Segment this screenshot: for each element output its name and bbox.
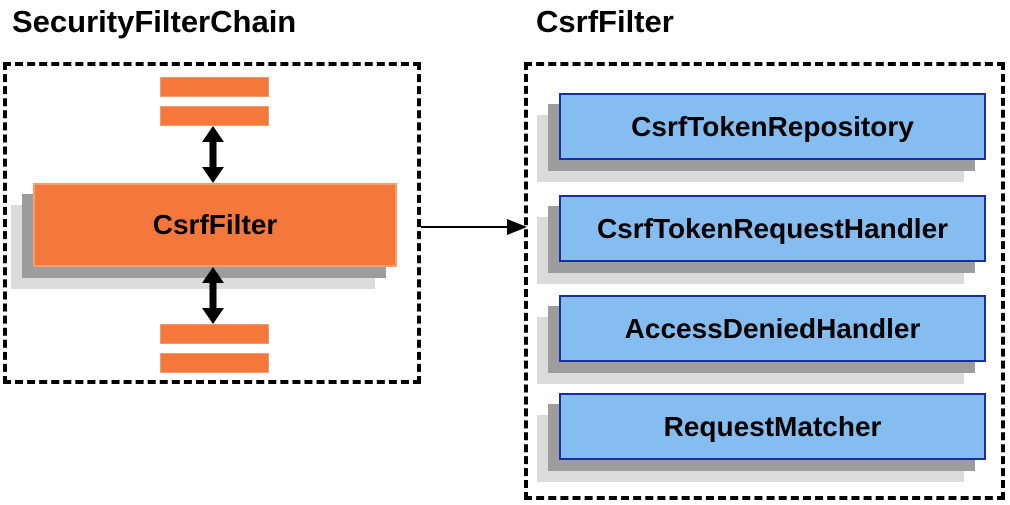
filter-placeholder-bar bbox=[160, 324, 269, 344]
csrf-filter-title: CsrfFilter bbox=[536, 4, 674, 39]
filter-placeholder-bar bbox=[160, 353, 269, 373]
bidirectional-arrow-icon bbox=[202, 126, 224, 183]
bidirectional-arrow-icon bbox=[202, 267, 224, 324]
security-filter-chain-boundary bbox=[3, 62, 421, 384]
component-label: RequestMatcher bbox=[663, 410, 882, 442]
component-label: CsrfTokenRepository bbox=[631, 110, 914, 142]
flow-arrow-icon bbox=[421, 219, 527, 235]
component-label: CsrfTokenRequestHandler bbox=[596, 212, 949, 244]
csrf-filter-node: CsrfFilter bbox=[33, 183, 397, 267]
filter-placeholder-bar bbox=[160, 77, 269, 97]
component-box-access-denied-handler: AccessDeniedHandler bbox=[559, 295, 986, 362]
component-label: AccessDeniedHandler bbox=[624, 312, 921, 344]
security-filter-chain-title: SecurityFilterChain bbox=[12, 4, 297, 39]
filter-placeholder-bar bbox=[160, 106, 269, 126]
component-box-request-matcher: RequestMatcher bbox=[559, 393, 986, 460]
component-box-csrf-token-repository: CsrfTokenRepository bbox=[559, 93, 986, 160]
csrf-filter-node-label: CsrfFilter bbox=[152, 209, 278, 240]
component-box-csrf-token-request-handler: CsrfTokenRequestHandler bbox=[559, 195, 986, 262]
csrf-filter-boundary bbox=[524, 62, 1005, 500]
